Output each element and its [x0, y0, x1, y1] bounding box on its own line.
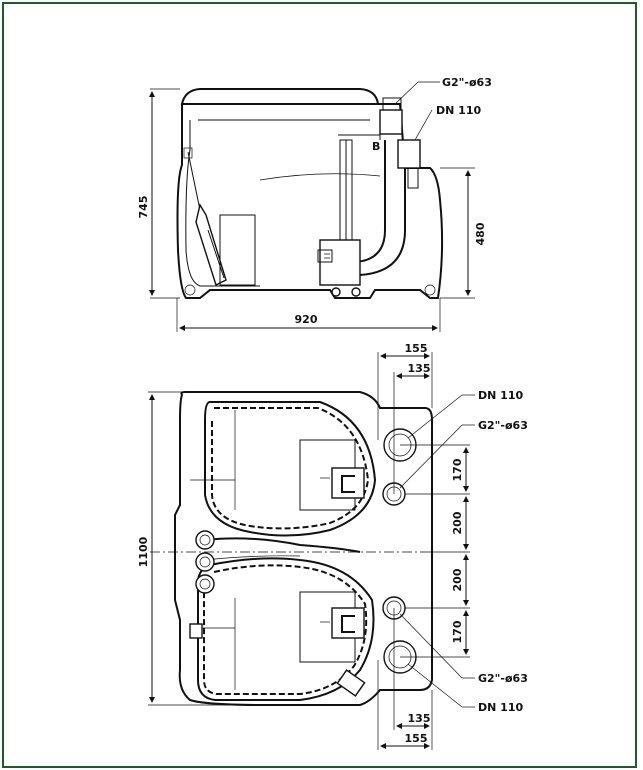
lower-chamber [197, 557, 375, 701]
label-g2-top: G2"-ø63 [478, 419, 528, 432]
dim-170-bottom: 170 [451, 620, 464, 643]
dim-745: 745 [137, 196, 150, 219]
dim-1100: 1100 [137, 536, 150, 567]
label-dn110-bottom: DN 110 [478, 701, 523, 714]
upper-chamber [204, 401, 377, 537]
inlet-circle [195, 530, 215, 550]
dim-480: 480 [474, 222, 487, 245]
side-view: B 745 480 920 G2"-ø63 DN 110 [137, 76, 492, 332]
tank-outline-top [174, 391, 433, 706]
dim-155-top: 155 [405, 342, 428, 355]
top-view: 1100 155 135 135 155 170 200 200 170 [137, 342, 528, 750]
label-dn110-side: DN 110 [436, 104, 481, 117]
dim-155-bottom: 155 [405, 732, 428, 745]
tank-body [176, 103, 444, 299]
dim-135-bottom: 135 [408, 712, 431, 725]
dim-135-top: 135 [408, 362, 431, 375]
float-switch [195, 203, 227, 286]
pump-top-upper [320, 467, 365, 499]
tank-lid [180, 88, 380, 105]
dim-200-top: 200 [451, 511, 464, 534]
dim-920: 920 [295, 313, 318, 326]
dim-170-top: 170 [451, 458, 464, 481]
label-g2-side: G2"-ø63 [442, 76, 492, 89]
label-g2-bottom: G2"-ø63 [478, 672, 528, 685]
label-dn110-top: DN 110 [478, 389, 523, 402]
pump-top-lower [320, 607, 365, 639]
dim-200-bottom: 200 [451, 568, 464, 591]
g2-outlet [379, 109, 403, 135]
svg-text:B: B [372, 140, 380, 153]
